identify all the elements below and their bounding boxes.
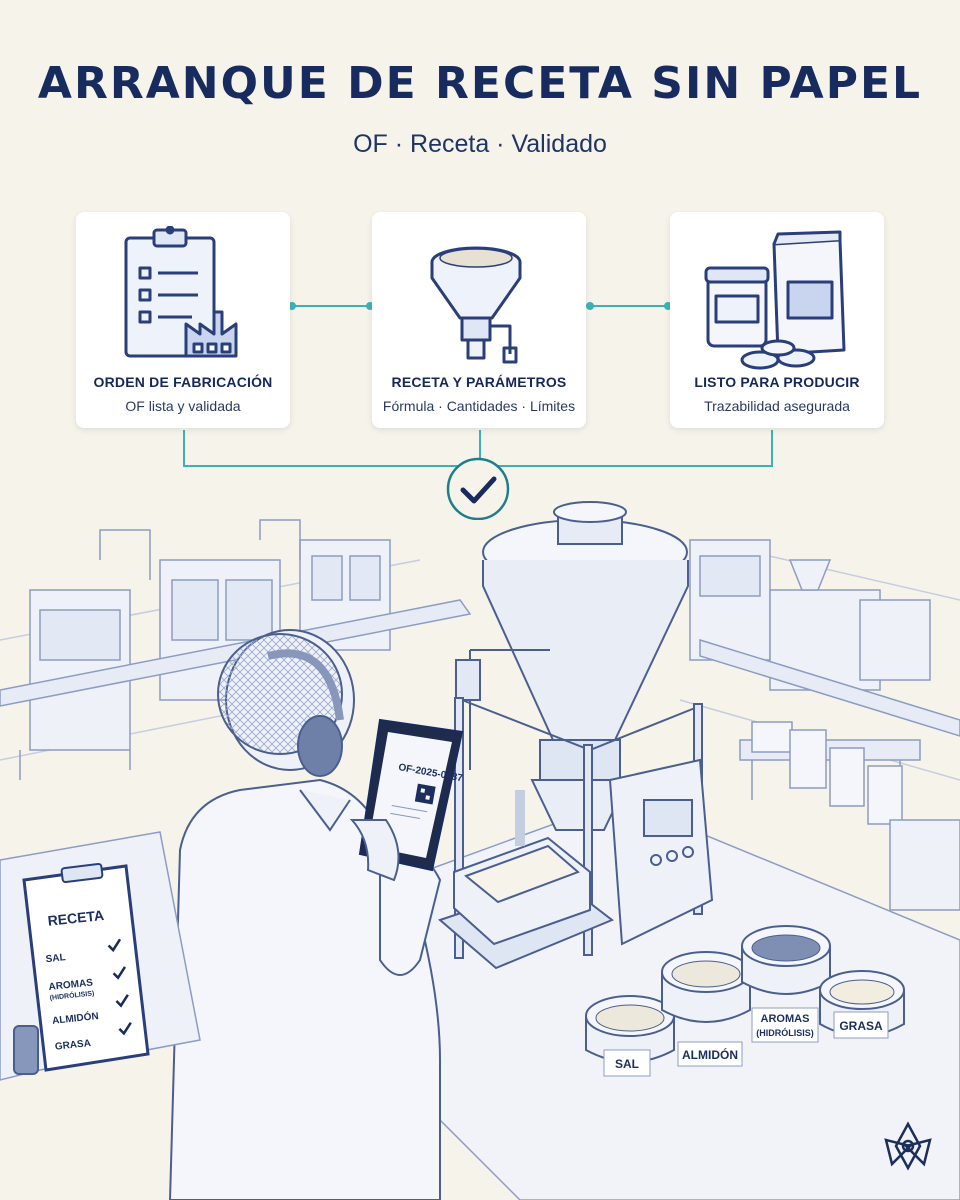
ingredient-note: (HIDRÓLISIS) [756,1027,814,1038]
ingredient-label: GRASA [839,1019,883,1033]
ingredient-label: SAL [615,1057,639,1071]
ingredient-labels: SAL ALMIDÓN AROMAS (HIDRÓLISIS) GRASA [603,1007,889,1077]
step-subtitle: OF lista y validada [125,398,241,414]
recipe-item: GRASA [54,1038,91,1053]
step-subtitle: Trazabilidad asegurada [704,398,850,414]
checkmark-icon [446,457,510,520]
checkmark-icon [107,938,132,1036]
recipe-board: RECETA SAL AROMAS (HIDRÓLISIS) ALMIDÓN G… [0,831,201,1081]
bowl-aromas [741,925,831,995]
step-card-order: ORDEN DE FABRICACIÓN OF lista y validada [76,212,290,428]
background-machinery-right [689,539,960,911]
tablet: OF-2025-0487 [349,718,464,882]
step-title: RECETA Y PARÁMETROS [391,374,567,390]
qr-code-icon [414,783,436,805]
step-card-recipe: RECETA Y PARÁMETROS Fórmula · Cantidades… [372,212,586,428]
operator [168,629,442,1200]
step-card-ready: LISTO PARA PRODUCIR Trazabilidad asegura… [670,212,884,428]
ingredient-label: ALMIDÓN [682,1047,738,1062]
dosing-hopper-machine [438,501,714,970]
step-subtitle: Fórmula · Cantidades · Límites [382,398,576,414]
recipe-item: AROMAS [48,977,94,993]
packaged-product-icon [704,230,846,370]
ingredient-label: AROMAS [761,1013,810,1025]
step-title: LISTO PARA PRODUCIR [694,374,860,390]
container-cylinder [13,1025,39,1075]
recipe-item: SAL [45,952,66,965]
hopper-icon [430,246,522,364]
recipe-board-title: RECETA [47,907,105,929]
step-title: ORDEN DE FABRICACIÓN [93,374,273,390]
clipboard-factory-icon [124,226,238,358]
page-subtitle: OF · Receta · Validado [353,130,607,158]
page-title: ARRANQUE DE RECETA SIN PAPEL [37,58,923,109]
bowl-almidon [661,951,751,1023]
flower-logo-icon [884,1121,932,1171]
